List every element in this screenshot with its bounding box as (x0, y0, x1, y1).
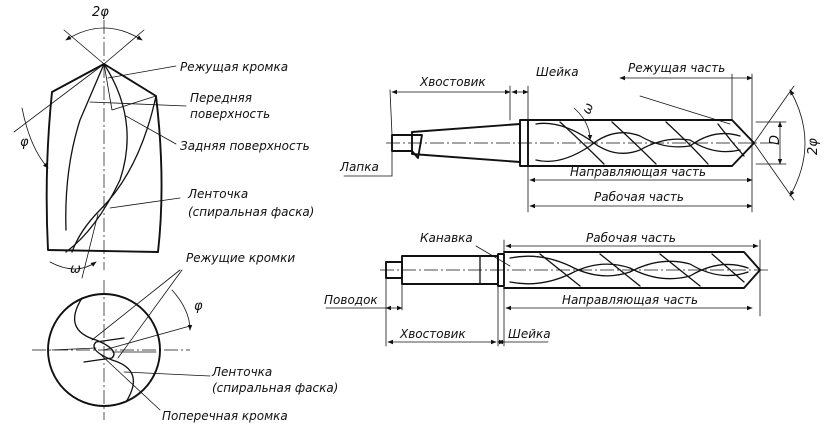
label-neck-bottom: Шейка (508, 327, 551, 341)
taper-shank-drill (343, 73, 806, 213)
label-guiding-part-bottom: Направляющая часть (562, 293, 698, 307)
label-cutting-edge: Режущая кромка (180, 60, 288, 74)
label-phi-circle: φ (194, 299, 203, 314)
label-chisel-edge: Поперечная кромка (162, 409, 288, 423)
label-2phi-right: 2φ (806, 138, 821, 155)
label-flute: Канавка (420, 231, 473, 245)
label-driver: Поводок (324, 293, 378, 307)
label-rake-face-2: поверхность (190, 107, 270, 121)
drill-end-view (32, 269, 211, 420)
label-land-1: Ленточка (187, 187, 248, 201)
label-land-bottom-1: Ленточка (211, 365, 272, 379)
straight-shank-drill (325, 239, 770, 347)
label-neck-top: Шейка (536, 65, 579, 79)
label-working-part-bottom: Рабочая часть (586, 231, 676, 245)
label-omega-left: ω (70, 262, 81, 277)
label-land-2: (спиральная фаска) (188, 205, 314, 219)
label-cutting-part-top: Режущая часть (628, 61, 725, 75)
drill-tip-side-view (13, 20, 187, 279)
label-land-bottom-2: (спиральная фаска) (212, 381, 338, 395)
label-rake-face-1: Передняя (190, 91, 252, 105)
label-guiding-part-top: Направляющая часть (570, 165, 706, 179)
label-flank-face: Задняя поверхность (180, 139, 310, 153)
label-phi-left: φ (20, 135, 29, 150)
label-diameter: D (768, 135, 783, 145)
label-shank-top: Хвостовик (419, 75, 486, 89)
label-shank-bottom: Хвостовик (399, 327, 466, 341)
label-cutting-edges: Режущие кромки (186, 251, 295, 265)
label-working-part-top: Рабочая часть (594, 190, 684, 204)
label-2phi-top: 2φ (92, 5, 109, 20)
label-omega-top: ω (579, 101, 597, 116)
label-tang: Лапка (339, 160, 379, 174)
